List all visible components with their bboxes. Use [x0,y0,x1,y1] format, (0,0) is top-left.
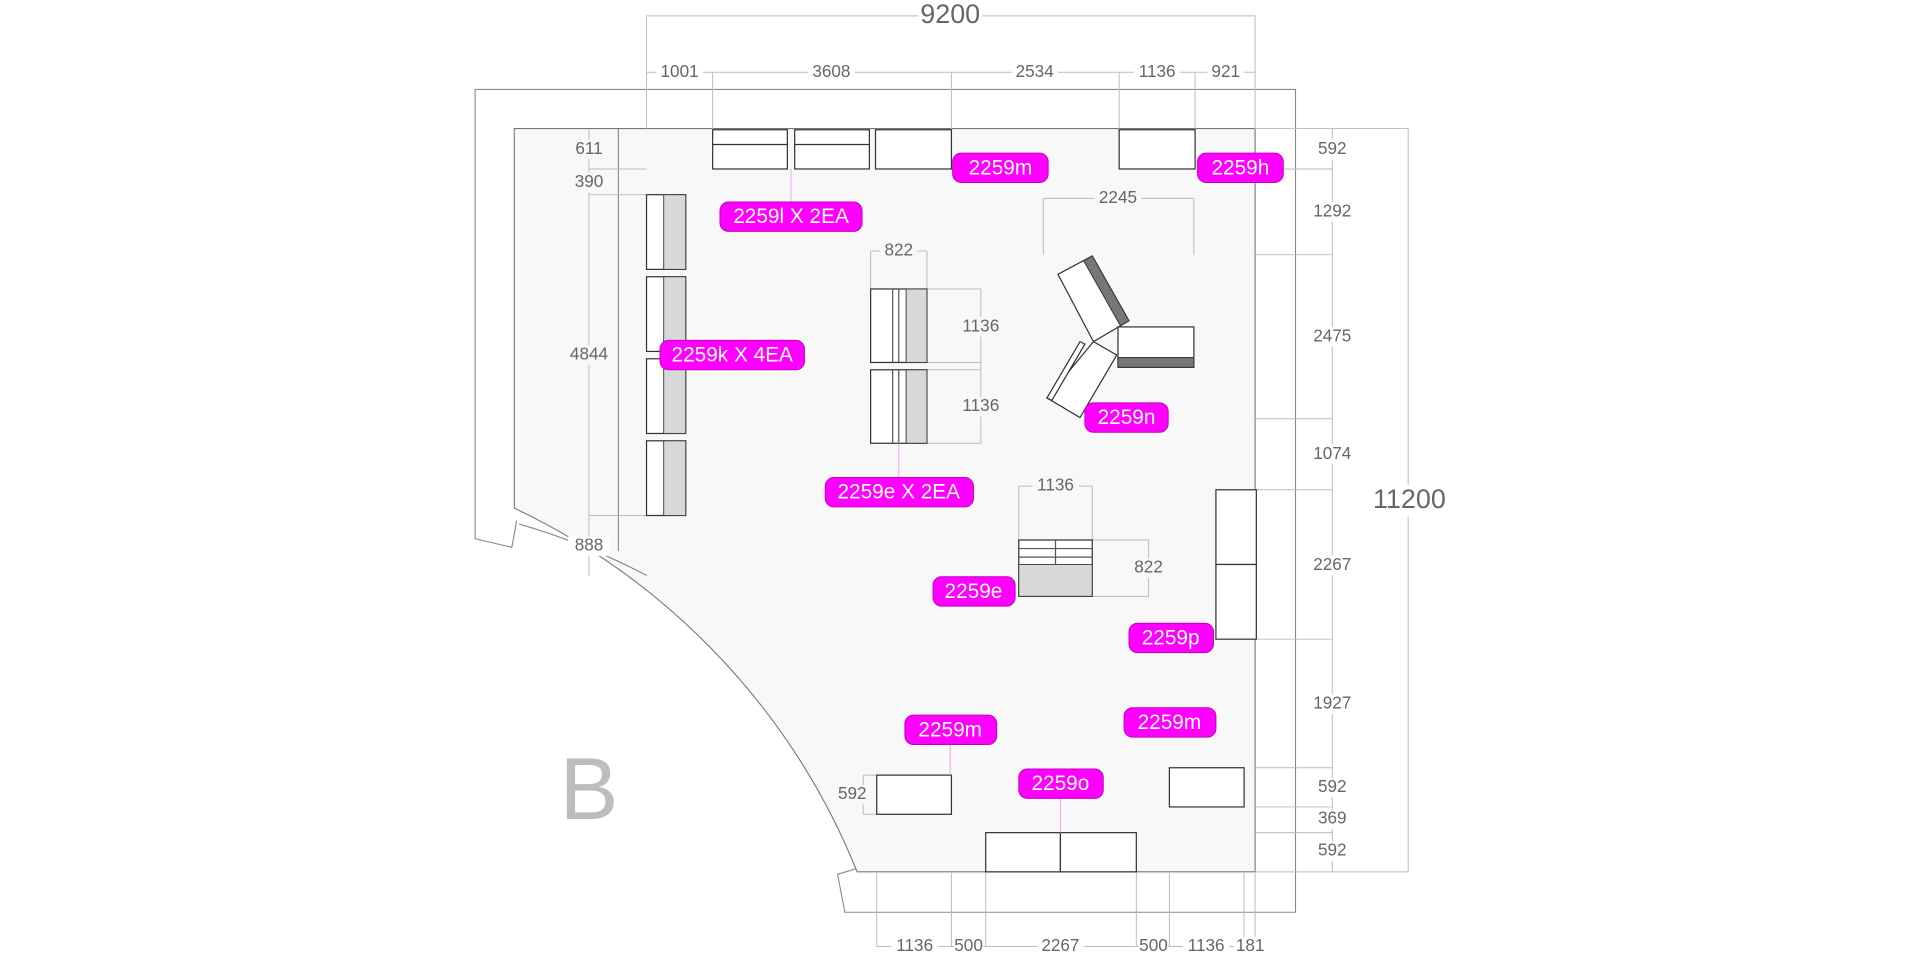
dim-right-6: 1927 [1313,693,1351,713]
svg-text:2259m: 2259m [969,156,1033,179]
tag-2259n: 2259n [1084,402,1169,433]
tag-2259h: 2259h [1197,152,1284,183]
center-units-2259e [870,288,928,444]
dim-right-9: 592 [1318,840,1347,860]
svg-text:2259e: 2259e [945,580,1003,603]
dim-top-4: 1136 [1139,61,1176,81]
svg-text:2259m: 2259m [918,718,982,741]
tag-2259e: 2259e [932,576,1016,607]
room-label: B [560,739,619,838]
tag-2259m-left: 2259m [904,714,998,745]
unit-2259h [1118,129,1196,170]
furniture [645,129,1257,873]
svg-text:2259l X 2EA: 2259l X 2EA [733,205,849,228]
svg-text:2259e X 2EA: 2259e X 2EA [837,481,960,504]
svg-text:2259m: 2259m [1138,711,1202,734]
dim-right-2: 1292 [1313,200,1351,220]
svg-text:2259k X 4EA: 2259k X 4EA [672,344,794,367]
dim-total-width: 9200 [920,0,980,29]
dim-right-1: 592 [1318,138,1347,158]
dim-right-7: 592 [1318,776,1347,796]
tag-2259m-right: 2259m [1123,707,1217,738]
svg-text:2259n: 2259n [1098,406,1156,429]
dim-left-1: 611 [575,138,602,158]
triad-units-2259n [1046,255,1195,419]
dim-right-4: 1074 [1313,443,1352,463]
tag-2259p: 2259p [1128,622,1214,654]
dim-triad-width: 2245 [1099,187,1137,207]
dim-top-1: 1001 [661,61,699,81]
dim-bottom-4: 500 [1139,935,1168,955]
dim-low-left-depth: 592 [838,783,867,803]
dim-right-5: 2267 [1313,554,1351,574]
dim-center-width: 822 [884,240,913,260]
dim-top-5: 921 [1211,61,1240,81]
dim-left-2: 390 [575,171,604,191]
unit-2259m-left [876,774,953,815]
dim-sofa-width: 1136 [1037,475,1074,495]
sofa-2259e [1018,539,1093,597]
dim-left-4: 888 [575,535,604,555]
unit-2259m-top [874,129,953,170]
dim-bottom-3: 2267 [1041,935,1079,955]
dim-sofa-depth: 822 [1134,557,1163,577]
svg-text:2259h: 2259h [1211,156,1269,179]
tag-2259o: 2259o [1018,768,1104,799]
dim-right-3: 2475 [1313,325,1351,345]
dim-right-8: 369 [1318,808,1347,828]
cabinet-2259p [1215,489,1257,640]
dim-bottom-5: 1136 [1188,935,1225,955]
dimension-labels: 9200 11200 1001 3608 2534 1136 921 592 1… [564,0,1450,957]
dim-center-height-2: 1136 [962,395,999,415]
svg-text:2259p: 2259p [1142,626,1200,649]
dim-center-height-1: 1136 [962,315,999,335]
dim-top-2: 3608 [812,61,850,81]
left-units-2259k [645,194,687,517]
tag-2259e-2ea: 2259e X 2EA [824,477,974,508]
dim-left-3: 4844 [570,344,609,364]
tag-2259l: 2259l X 2EA [719,201,863,232]
svg-text:2259o: 2259o [1031,772,1089,795]
dim-bottom-1: 1136 [896,935,933,955]
dim-bottom-2: 500 [954,935,983,955]
dim-top-3: 2534 [1016,61,1055,81]
top-units-2259l [712,129,870,170]
dim-total-height: 11200 [1373,484,1446,514]
dim-bottom-6: 181 [1236,935,1265,955]
tag-2259k: 2259k X 4EA [659,339,805,371]
tag-2259m-top: 2259m [952,152,1049,183]
unit-2259o [985,832,1137,873]
unit-2259m-right [1168,767,1245,808]
